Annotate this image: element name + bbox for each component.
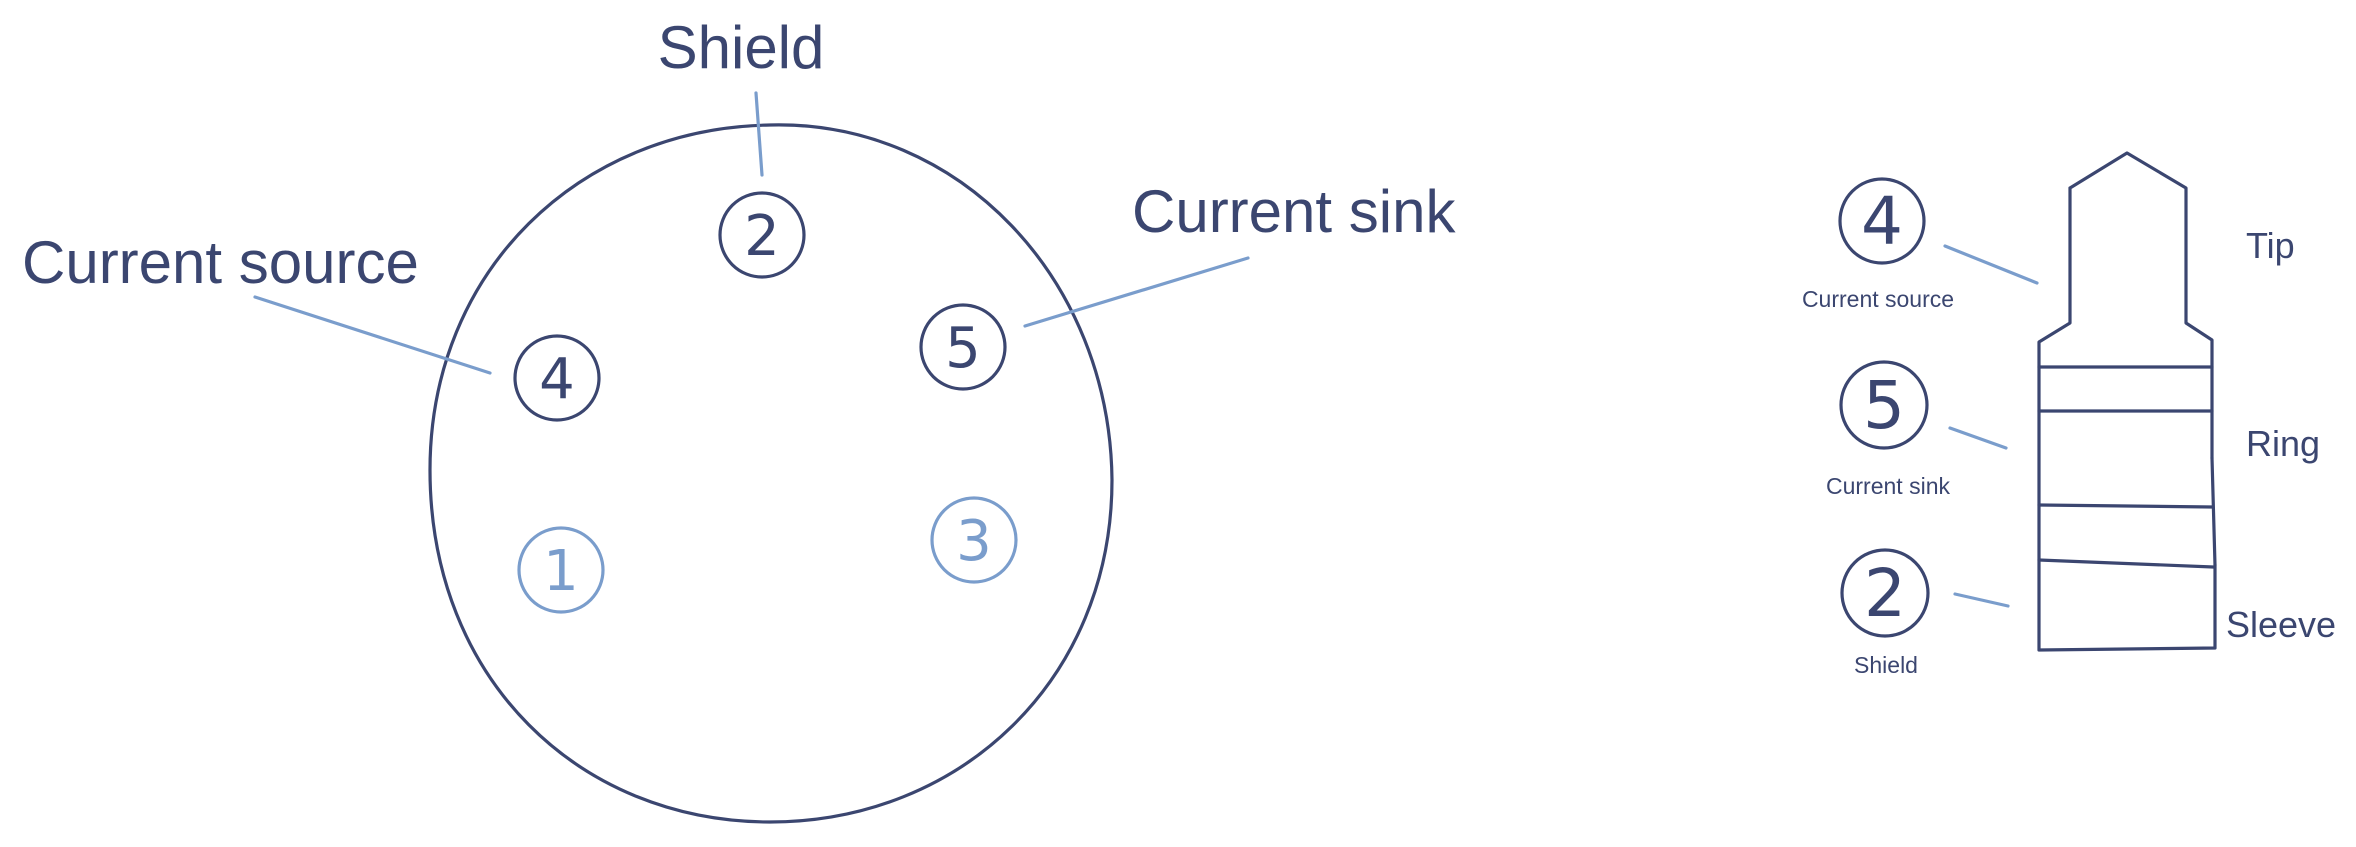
leader-current-source <box>253 295 492 375</box>
connector-face: 2 4 5 1 3 Shield Current sink Current so… <box>22 14 1456 824</box>
svg-text:5: 5 <box>1863 367 1905 444</box>
label-current-sink: Current sink <box>1132 178 1456 245</box>
connector-pin-1: 1 <box>517 526 605 614</box>
trs-jack: 4 5 2 Current source Current sink Shield… <box>1802 151 2336 678</box>
svg-text:4: 4 <box>539 347 575 412</box>
label-shield: Shield <box>658 14 825 81</box>
leader-current-sink <box>1023 256 1250 328</box>
jack-pin-5: 5 <box>1839 360 1929 450</box>
jack-caption-current-source: Current source <box>1802 286 1954 312</box>
jack-caption-shield: Shield <box>1854 652 1918 678</box>
svg-text:2: 2 <box>744 204 780 269</box>
jack-outline <box>2037 151 2217 652</box>
jack-caption-current-sink: Current sink <box>1826 473 1950 499</box>
connector-outline <box>428 123 1114 824</box>
jack-label-ring: Ring <box>2246 423 2320 464</box>
leader-shield <box>754 91 764 177</box>
connector-pin-4: 4 <box>513 334 601 422</box>
connector-pin-3: 3 <box>930 496 1018 584</box>
svg-text:1: 1 <box>543 539 579 604</box>
jack-pin-2: 2 <box>1840 548 1930 638</box>
jack-label-sleeve: Sleeve <box>2226 604 2336 645</box>
jack-label-tip: Tip <box>2246 225 2295 266</box>
svg-text:5: 5 <box>945 316 981 381</box>
connector-pin-2: 2 <box>718 191 806 279</box>
jack-pin-4: 4 <box>1838 177 1926 265</box>
svg-text:2: 2 <box>1864 555 1906 632</box>
jack-leader-tip <box>1943 244 2039 285</box>
svg-text:3: 3 <box>956 509 992 574</box>
label-current-source: Current source <box>22 229 419 296</box>
svg-text:4: 4 <box>1861 183 1903 260</box>
connector-pin-5: 5 <box>919 303 1007 391</box>
jack-leader-ring <box>1948 426 2008 450</box>
jack-leader-sleeve <box>1953 592 2010 608</box>
